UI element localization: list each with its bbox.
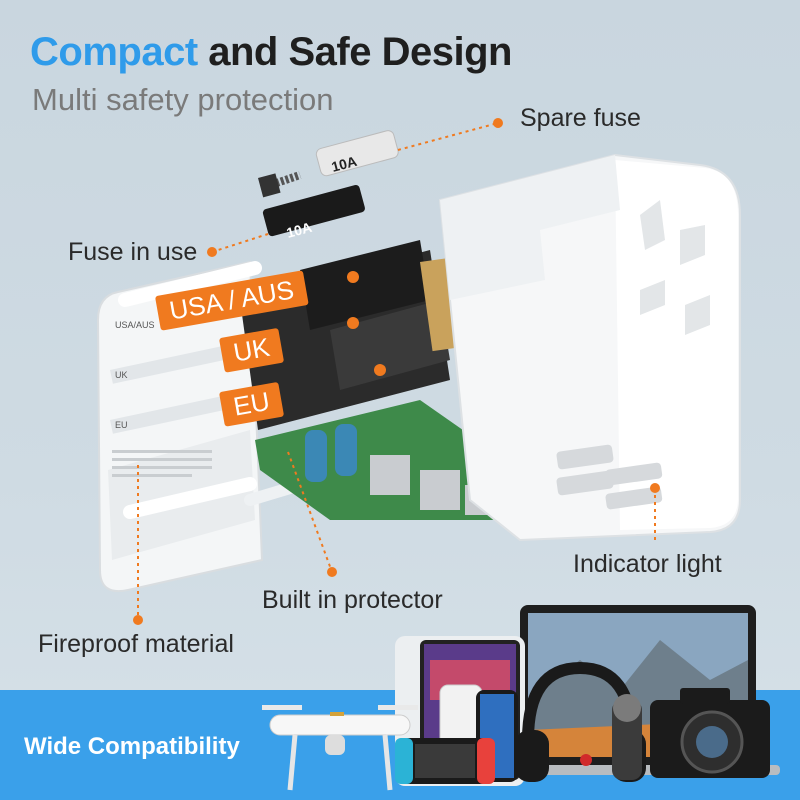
title-rest: and Safe Design [197, 30, 512, 74]
callout-fuse-in-use: Fuse in use [68, 238, 198, 266]
banner-text: Wide Compatibility [24, 733, 240, 760]
callout-spare-fuse: Spare fuse [520, 104, 641, 132]
housing-label-usa-aus: USA/AUS [115, 320, 155, 330]
spare-fuse: 10A [258, 130, 399, 198]
callout-built-in-protector: Built in protector [262, 586, 443, 614]
front-socket-housing [438, 153, 741, 542]
fuse-in-use: 10A [262, 185, 365, 241]
drone-image [262, 705, 418, 791]
game-console-image [395, 738, 495, 784]
housing-label-uk: UK [115, 370, 128, 380]
title-accent: Compact [30, 30, 198, 74]
page-title: Compact and Safe Design [30, 30, 512, 75]
leader-dots [133, 118, 660, 625]
svg-text:10A: 10A [285, 219, 314, 241]
page-subtitle: Multi safety protection [32, 82, 334, 117]
housing-label-eu: EU [115, 420, 128, 430]
callout-indicator-light: Indicator light [573, 550, 722, 578]
leader-lines [137, 122, 656, 620]
svg-text:10A: 10A [330, 153, 359, 175]
callout-fireproof-material: Fireproof material [38, 630, 234, 658]
shaver-image [612, 694, 642, 780]
camera-image [650, 688, 770, 778]
